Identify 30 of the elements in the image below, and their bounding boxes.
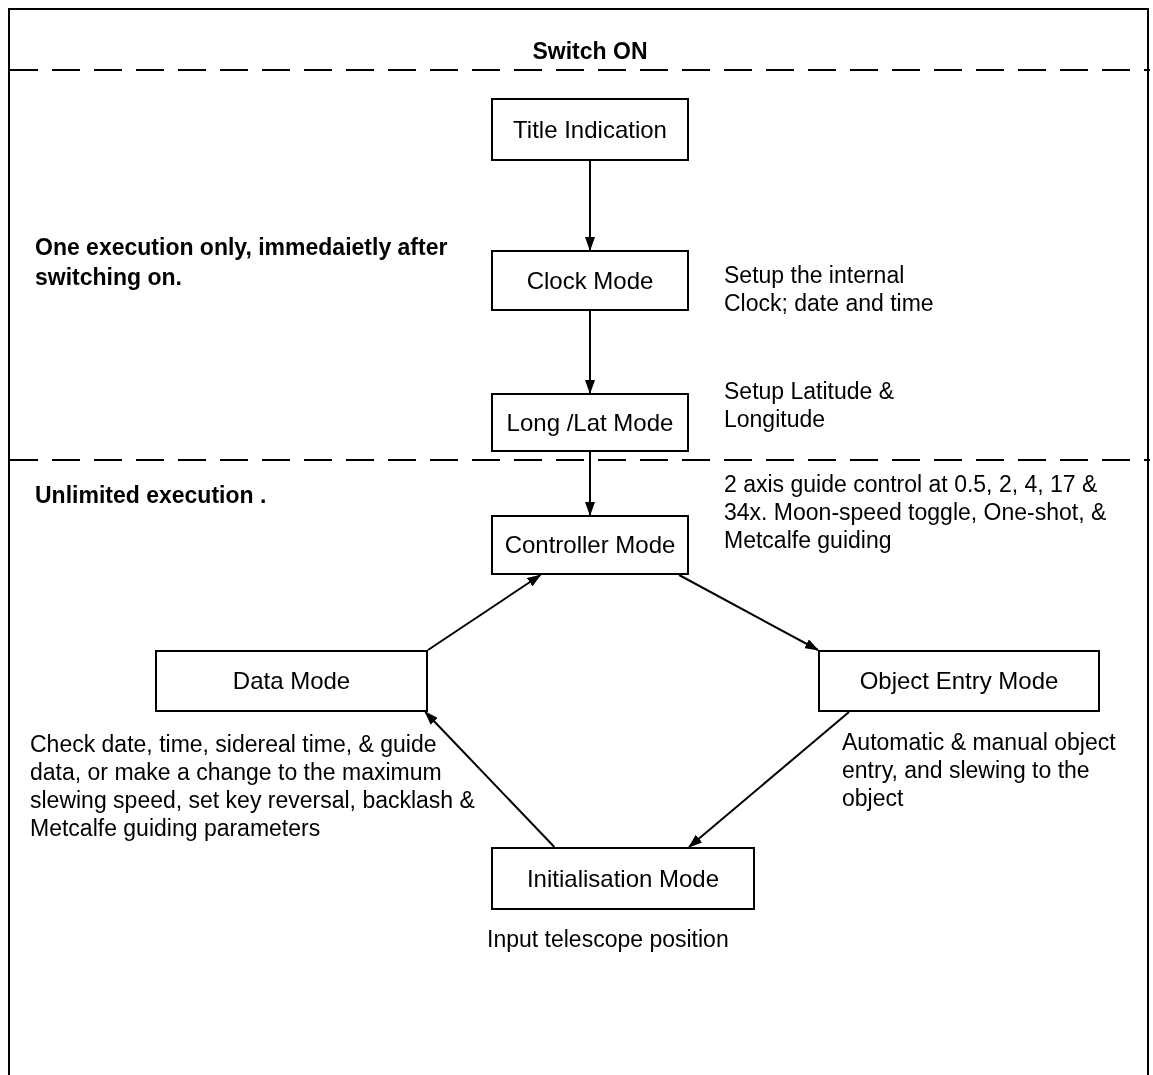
process-box [155, 650, 428, 712]
annotation-text: Automatic & manual object entry, and slewing to the object [842, 728, 1117, 812]
process-box [818, 650, 1100, 712]
annotation-text: 2 axis guide control at 0.5, 2, 4, 17 & 34x. Moon-speed toggle, One-shot, & Metcalfe guiding [724, 470, 1108, 554]
process-box [491, 515, 689, 575]
box-label: Object Entry Mode [859, 666, 1059, 696]
annotation-text: Input telescope position [487, 925, 730, 953]
arrow [688, 711, 850, 848]
process-box [491, 393, 689, 452]
arrow [585, 310, 595, 394]
section-label: Unlimited execution . [35, 481, 268, 510]
arrow [678, 574, 819, 651]
section-label: Switch ON [531, 37, 649, 66]
box-label: Data Mode [232, 666, 351, 696]
arrow [585, 451, 595, 516]
box-label: Long /Lat Mode [506, 407, 674, 438]
section-label: One execution only, immedaietly after switching on. [35, 233, 449, 292]
annotation-text: Setup the internal Clock; date and time [724, 261, 935, 317]
arrow [585, 160, 595, 251]
box-label: Clock Mode [526, 265, 654, 296]
process-box [491, 250, 689, 311]
process-box [491, 847, 755, 910]
box-label: Controller Mode [504, 530, 676, 560]
arrow [424, 711, 556, 848]
annotation-text: Check date, time, sidereal time, & guide data, or make a change to the maximum slewing speed, set key reversal, backlash & Metcalfe guiding parameters [30, 730, 476, 842]
annotation-text: Setup Latitude & Longitude [724, 377, 896, 433]
box-label: Initialisation Mode [526, 863, 720, 894]
box-label: Title Indication [513, 114, 667, 145]
arrow [427, 574, 542, 651]
process-box [491, 98, 689, 161]
